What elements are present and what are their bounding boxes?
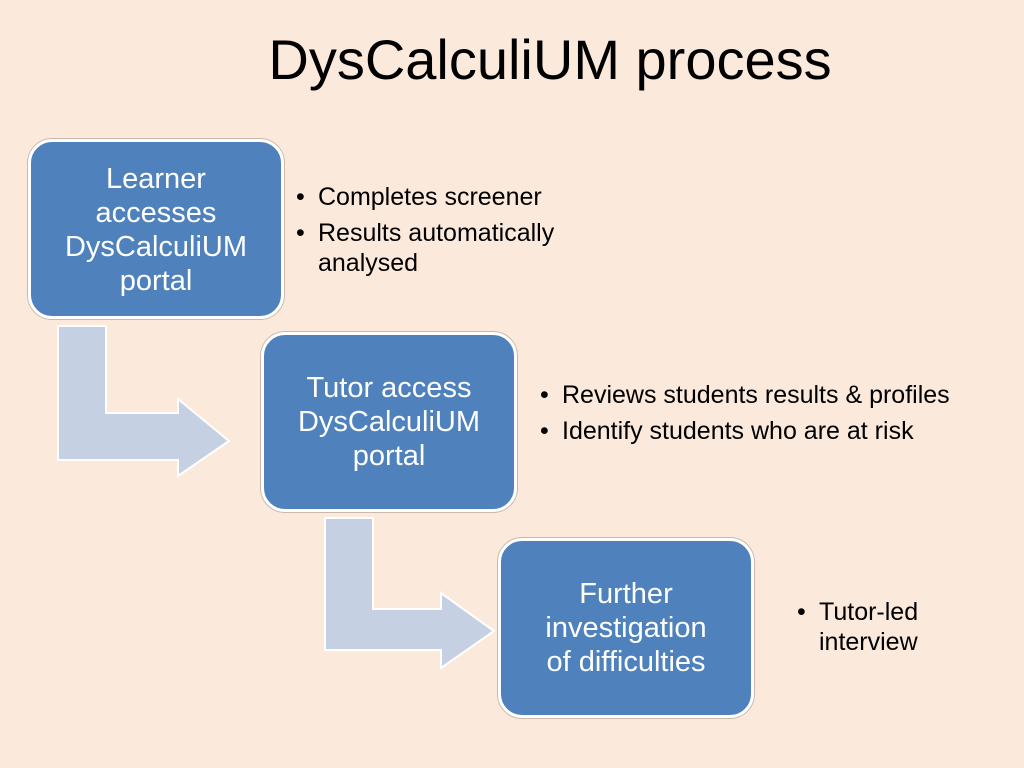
step-1-line-1: Learner (106, 163, 206, 195)
bent-arrow-1-icon (57, 325, 231, 478)
step-3-line-1: Further (579, 578, 673, 610)
step-1-bullet-1: Completes screener (292, 182, 622, 212)
step-3-bullet-1: Tutor-led interview (793, 597, 993, 657)
step-2-bullet-1: Reviews students results & profiles (536, 380, 1006, 410)
step-2-line-3: portal (352, 440, 426, 472)
bent-arrow-2-icon (324, 517, 496, 670)
step-1-bullet-list: Completes screener Results automatically… (292, 182, 622, 284)
step-1-line-4: portal (119, 265, 193, 297)
step-3-bullet-list: Tutor-led interview (793, 597, 993, 663)
step-box-tutor: Tutor access DysCalculiUM portal (261, 332, 517, 512)
step-2-bullet-2: Identify students who are at risk (536, 416, 1006, 446)
step-2-bullet-list: Reviews students results & profiles Iden… (536, 380, 1006, 452)
step-1-bullet-2: Results automatically analysed (292, 218, 622, 278)
step-3-line-2: investigation (545, 612, 707, 644)
step-3-line-3: of difficulties (546, 646, 706, 678)
page-title: DysCalculiUM process (268, 28, 832, 91)
step-2-line-1: Tutor access (306, 372, 472, 404)
step-1-line-3: DysCalculiUM (64, 231, 248, 263)
step-box-further-investigation: Further investigation of difficulties (498, 538, 754, 718)
step-box-learner: Learner accesses DysCalculiUM portal (28, 139, 284, 319)
step-2-line-2: DysCalculiUM (297, 406, 481, 438)
step-1-line-2: accesses (95, 197, 217, 229)
